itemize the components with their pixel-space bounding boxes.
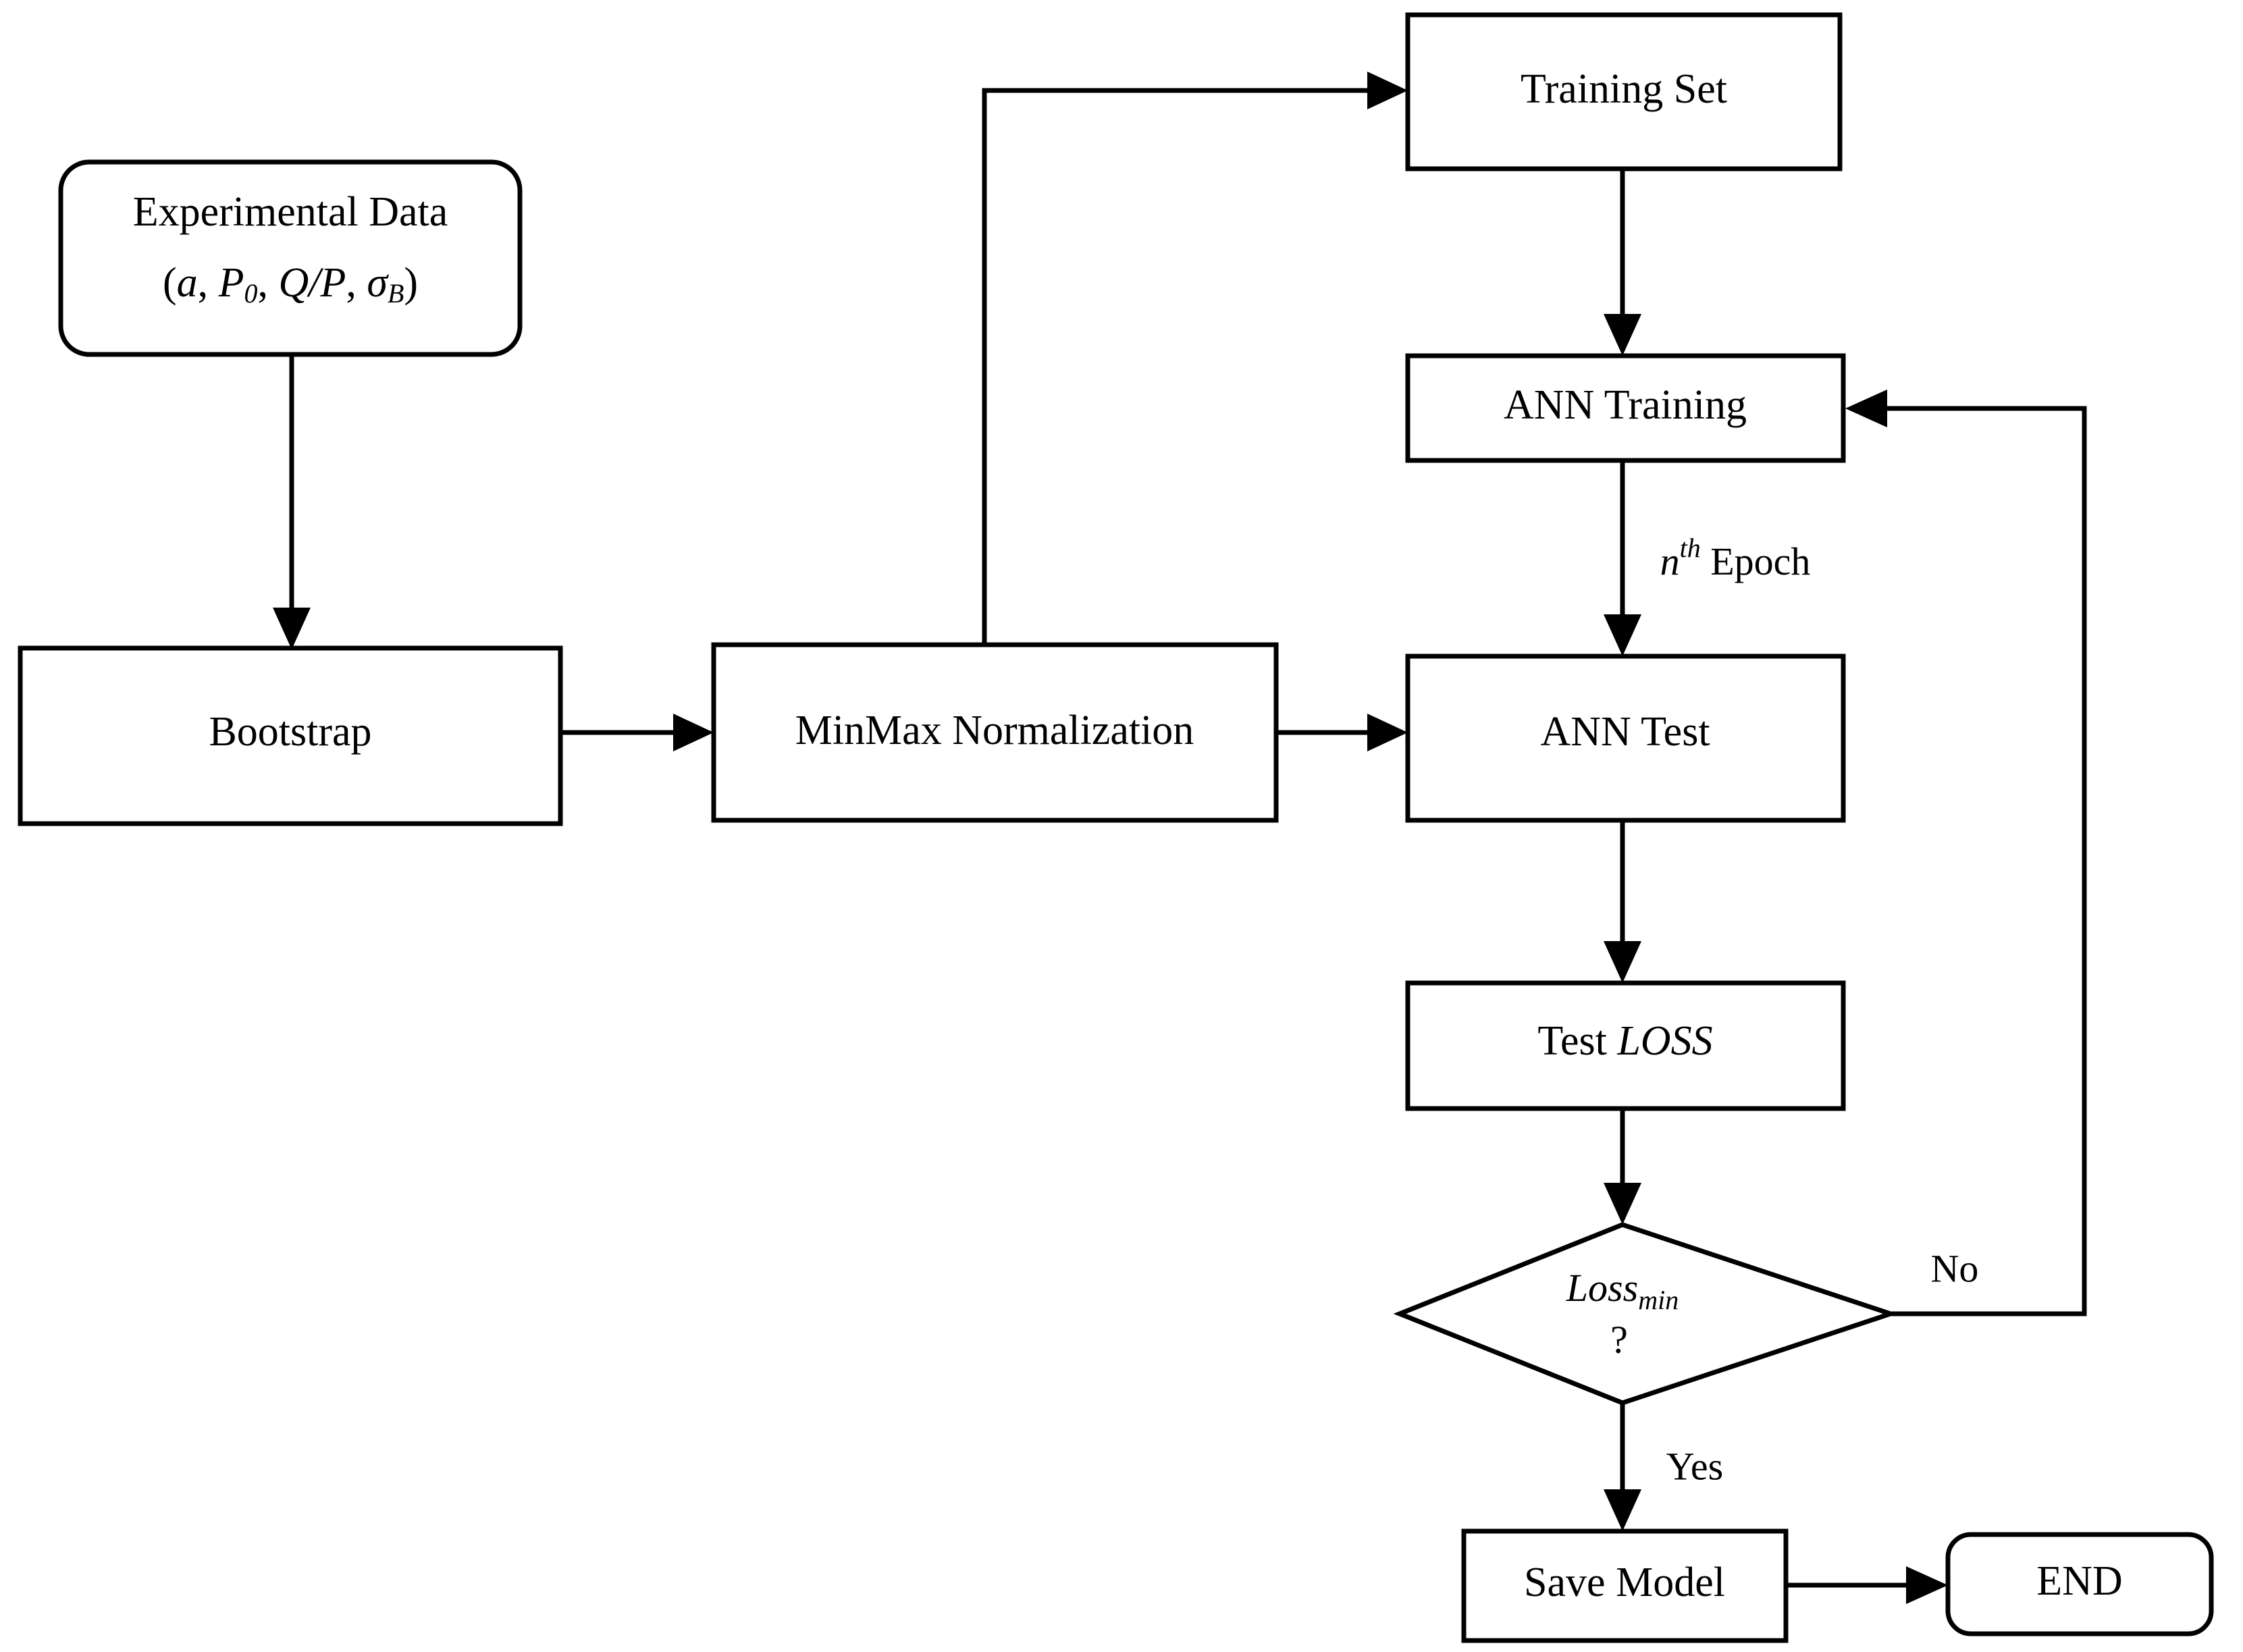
minmax-normalization-shape	[711, 642, 1279, 823]
experimental-data-label-line1: Experimental Data	[133, 189, 448, 235]
var-P: P	[218, 260, 244, 306]
var-a: a	[177, 260, 198, 306]
edge-decision-yes-to-save-model	[1604, 1403, 1641, 1531]
loss-min-text: Loss	[1566, 1266, 1638, 1310]
test-loss-shape	[1405, 980, 1846, 1111]
sep-3: ,	[346, 260, 367, 306]
end-shape	[1945, 1532, 2214, 1636]
ann-test-label: ANN Test	[1540, 709, 1710, 755]
node-training-set[interactable]: Training Set	[1405, 12, 1843, 171]
edge-training-set-to-ann-training	[1604, 169, 1641, 356]
node-save-model[interactable]: Save Model	[1461, 1528, 1789, 1643]
edge-test-loss-to-decision	[1604, 1107, 1641, 1225]
loss-min-decision-shape	[1393, 1222, 1899, 1406]
edge-minmax-to-training-set	[982, 72, 1408, 645]
paren-open: (	[163, 260, 177, 306]
node-experimental-data[interactable]: Experimental Data (a, P0, Q/P, σB)	[58, 159, 523, 357]
edge-ann-training-to-ann-test	[1604, 459, 1641, 656]
yes-branch-label: Yes	[1666, 1444, 1723, 1488]
bootstrap-shape	[18, 645, 563, 826]
nth-epoch-superscript: th	[1680, 533, 1701, 563]
node-ann-training[interactable]: ANN Training	[1405, 353, 1846, 463]
loss-min-decision-label: Lossmin	[1566, 1266, 1679, 1315]
save-model-label: Save Model	[1524, 1560, 1725, 1605]
experimental-data-shape	[58, 159, 523, 357]
sep-2: ,	[257, 260, 278, 306]
node-test-loss[interactable]: Test LOSS	[1405, 980, 1846, 1111]
edge-decision-no-to-ann-training	[1845, 390, 2087, 1316]
sub-0: 0	[244, 278, 257, 309]
node-ann-test[interactable]: ANN Test	[1405, 654, 1846, 823]
test-loss-label-italic: LOSS	[1616, 1018, 1712, 1064]
ann-test-shape	[1405, 654, 1846, 823]
nth-epoch-word: Epoch	[1701, 539, 1811, 583]
ann-training-label: ANN Training	[1504, 382, 1747, 428]
loss-min-decision-question: ?	[1610, 1317, 1628, 1361]
edge-bootstrap-to-minmax	[560, 714, 714, 751]
test-loss-label: Test LOSS	[1537, 1018, 1712, 1064]
test-loss-label-plain: Test	[1537, 1018, 1617, 1064]
end-label: END	[2036, 1558, 2122, 1604]
training-set-label: Training Set	[1521, 66, 1727, 112]
training-set-shape	[1405, 12, 1843, 171]
paren-close: )	[404, 260, 418, 306]
var-sigma: σ	[367, 260, 389, 306]
var-qp: Q/P	[278, 260, 346, 306]
ann-training-shape	[1405, 353, 1846, 463]
edge-ann-test-to-test-loss	[1604, 820, 1641, 983]
bootstrap-label: Bootstrap	[209, 709, 371, 755]
edge-minmax-to-ann-test	[1276, 714, 1408, 751]
save-model-shape	[1461, 1528, 1789, 1643]
node-loss-min-decision[interactable]: Lossmin ?	[1393, 1222, 1899, 1406]
sub-b: B	[388, 278, 404, 309]
loss-min-subscript: min	[1638, 1285, 1679, 1315]
edge-save-model-to-end	[1786, 1566, 1948, 1604]
minmax-normalization-label: MinMax Normalization	[795, 708, 1194, 753]
node-minmax-normalization[interactable]: MinMax Normalization	[711, 642, 1279, 823]
sep-1: ,	[198, 260, 219, 306]
nth-epoch-label: nth Epoch	[1660, 533, 1811, 583]
node-end[interactable]: END	[1945, 1532, 2214, 1636]
no-branch-label: No	[1931, 1246, 1979, 1290]
nth-epoch-var: n	[1660, 539, 1680, 583]
edge-experimental-data-to-bootstrap	[273, 354, 311, 649]
experimental-data-label-line2: (a, P0, Q/P, σB)	[163, 260, 418, 309]
node-bootstrap[interactable]: Bootstrap	[18, 645, 563, 826]
